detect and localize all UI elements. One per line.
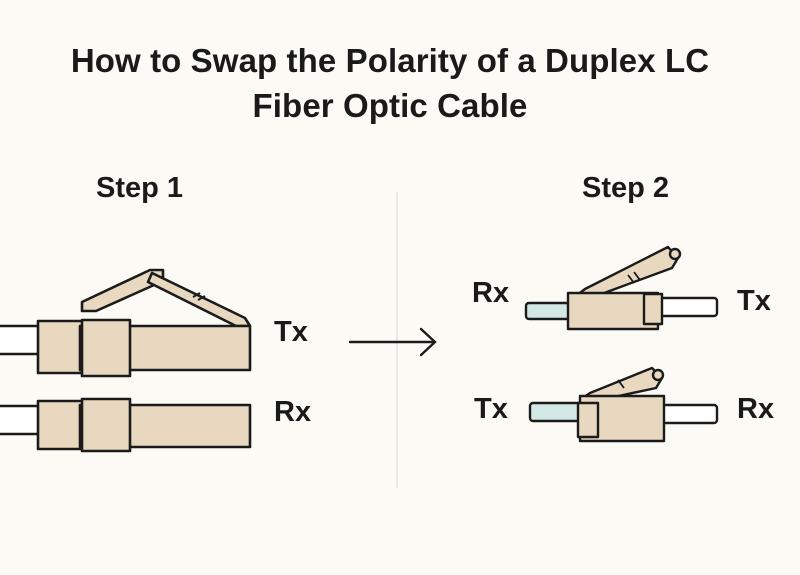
step1-connector-rx <box>0 397 252 453</box>
swap-arrow <box>348 327 437 357</box>
step1-rx-boot <box>36 399 86 451</box>
step2-bottom-right-label: Rx <box>737 393 775 425</box>
diagram-title: How to Swap the Polarity of a Duplex LC … <box>0 38 780 128</box>
step1-tx-latch <box>80 268 165 313</box>
step1-tx-cable <box>0 324 43 356</box>
step1-rx-cable <box>0 404 43 436</box>
step2-top-left-label: Rx <box>472 277 510 309</box>
step2-top-latch <box>574 245 680 298</box>
step-1-label: Step 1 <box>96 172 184 204</box>
step2-top-right-label: Tx <box>737 285 771 317</box>
step2-top-collar <box>642 292 664 326</box>
step-2-label: Step 2 <box>582 172 670 204</box>
step1-tx-boot <box>36 319 86 375</box>
step2-bottom-left-label: Tx <box>474 393 508 425</box>
title-line-2: Fiber Optic Cable <box>252 87 528 124</box>
step1-tx-collar <box>80 318 132 378</box>
title-line-1: How to Swap the Polarity of a Duplex LC <box>70 42 710 79</box>
step1-rx-label: Rx <box>274 396 312 428</box>
step1-rx-collar <box>80 397 132 453</box>
step1-connector-tx <box>0 268 252 378</box>
step2-top-cable <box>658 296 719 318</box>
step2-bottom-collar <box>576 401 600 439</box>
step2-connector-top <box>524 245 719 331</box>
step2-connector-bottom <box>528 366 719 443</box>
step1-tx-label: Tx <box>274 316 308 348</box>
step2-bottom-cable <box>660 403 719 425</box>
